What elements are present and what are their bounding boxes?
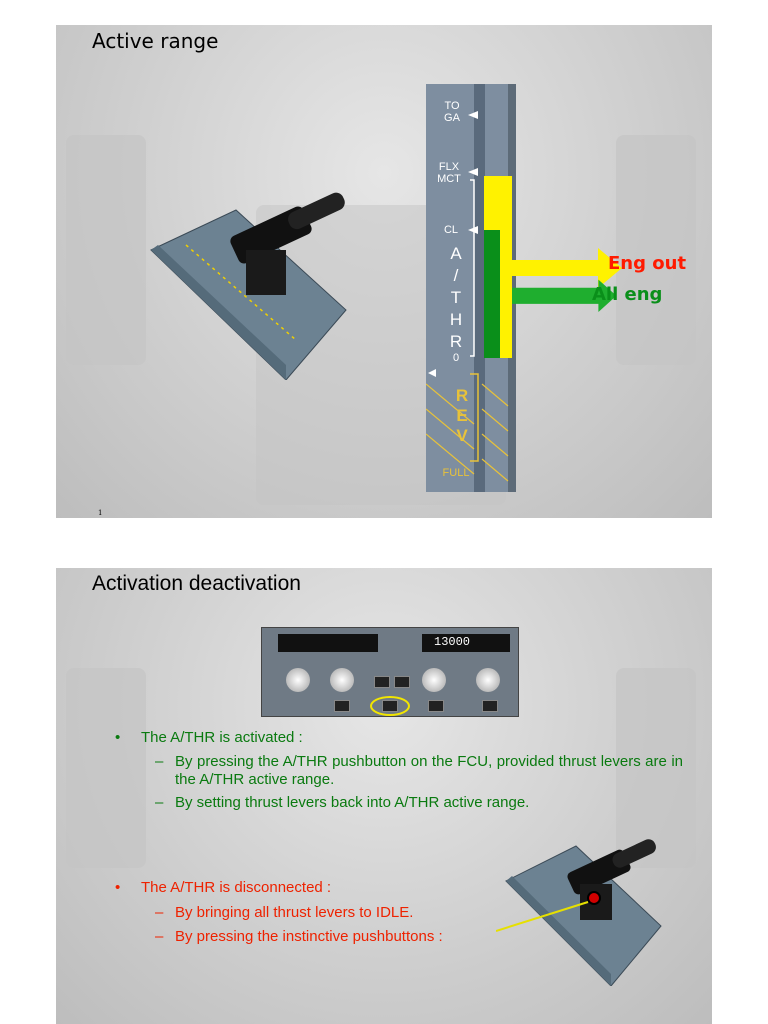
loc-button	[334, 700, 350, 712]
scale-markings	[426, 111, 509, 482]
fcu-alt-display	[422, 634, 510, 652]
thrust-lever-image	[496, 839, 662, 986]
athr-letter: T	[450, 288, 462, 307]
fcu-alt-value: 13000	[434, 635, 471, 649]
cockpit-window-left	[66, 135, 146, 365]
eng-out-label: Eng out	[608, 253, 687, 274]
ap2-button	[394, 676, 410, 688]
activated-item: – By pressing the A/THR pushbutton on th…	[155, 753, 683, 788]
athr-letter: A	[450, 244, 462, 263]
rev-letter: V	[456, 426, 468, 445]
fcu-vs-knob	[476, 668, 500, 692]
page-number: 1	[98, 509, 103, 517]
slide-activation-deactivation: Activation deactivation 13000 • The A/TH…	[56, 568, 712, 1024]
detent-idle: 0	[452, 352, 460, 364]
slide-title: Active range	[92, 29, 219, 53]
ap1-button	[374, 676, 390, 688]
cockpit-window-left	[66, 668, 146, 868]
all-eng-label: All eng	[592, 284, 663, 305]
detent-full-rev: FULL	[442, 467, 470, 479]
athr-letter: /	[453, 266, 459, 285]
fcu-speed-knob	[286, 668, 310, 692]
athr-letter: R	[449, 332, 463, 351]
cockpit-window-right	[616, 668, 696, 868]
rev-letter: E	[456, 406, 468, 425]
athr-letter: H	[449, 310, 463, 329]
activated-item: – By setting thrust levers back into A/T…	[155, 794, 530, 811]
fcu-alt-knob	[422, 668, 446, 692]
fcu-heading-knob	[330, 668, 354, 692]
rev-letter: R	[455, 386, 469, 405]
scale-track	[474, 84, 485, 492]
detent-cl: CL	[443, 224, 459, 236]
exped-button	[428, 700, 444, 712]
appr-button	[482, 700, 498, 712]
fcu-panel-image: 13000	[261, 627, 519, 717]
bullet-activated: • The A/THR is activated :	[115, 729, 303, 746]
range-arrows	[512, 248, 622, 312]
thrust-lever-image	[150, 192, 347, 380]
slide-title: Activation deactivation	[92, 572, 301, 595]
disconnected-item: – By bringing all thrust levers to IDLE.	[155, 904, 414, 921]
all-eng-range-bar	[484, 230, 500, 358]
fcu-speed-hdg-display	[278, 634, 378, 652]
disconnected-item: – By pressing the instinctive pushbutton…	[155, 928, 443, 945]
bullet-disconnected: • The A/THR is disconnected :	[115, 879, 332, 896]
cockpit-window-right	[616, 135, 696, 365]
athr-button-highlight	[370, 696, 410, 716]
